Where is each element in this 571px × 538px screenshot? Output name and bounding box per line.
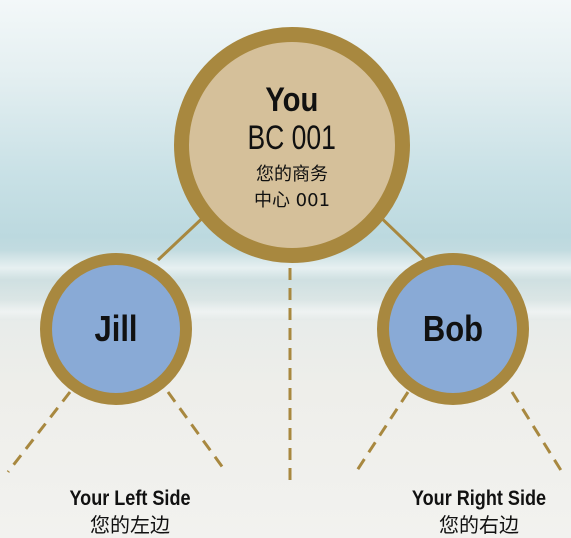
right-child-node: Bob xyxy=(377,253,529,405)
right-side-label-cn: 您的右边 xyxy=(439,513,519,537)
left-side-label: Your Left Side 您的左边 xyxy=(50,486,210,538)
connector-right-inner-dashed xyxy=(354,391,410,473)
left-side-label-en: Your Left Side xyxy=(69,487,191,510)
root-desc-line2: 中心 001 xyxy=(253,190,331,211)
root-code: BC 001 xyxy=(247,119,337,157)
root-desc-line1: 您的商务 xyxy=(256,164,328,185)
left-side-label-cn: 您的左边 xyxy=(90,513,170,537)
left-child-name: Jill xyxy=(94,308,138,349)
right-child-name: Bob xyxy=(422,308,484,349)
left-child-node: Jill xyxy=(40,253,192,405)
root-name: You xyxy=(265,81,319,119)
right-side-label-en: Your Right Side xyxy=(411,487,547,510)
connector-left-outer-dashed xyxy=(6,391,72,473)
connector-left-inner-dashed xyxy=(166,391,228,473)
connector-right-outer-dashed xyxy=(510,391,564,473)
root-node: You BC 001 您的商务 中心 001 xyxy=(174,27,410,263)
right-side-label: Your Right Side 您的右边 xyxy=(394,486,564,538)
